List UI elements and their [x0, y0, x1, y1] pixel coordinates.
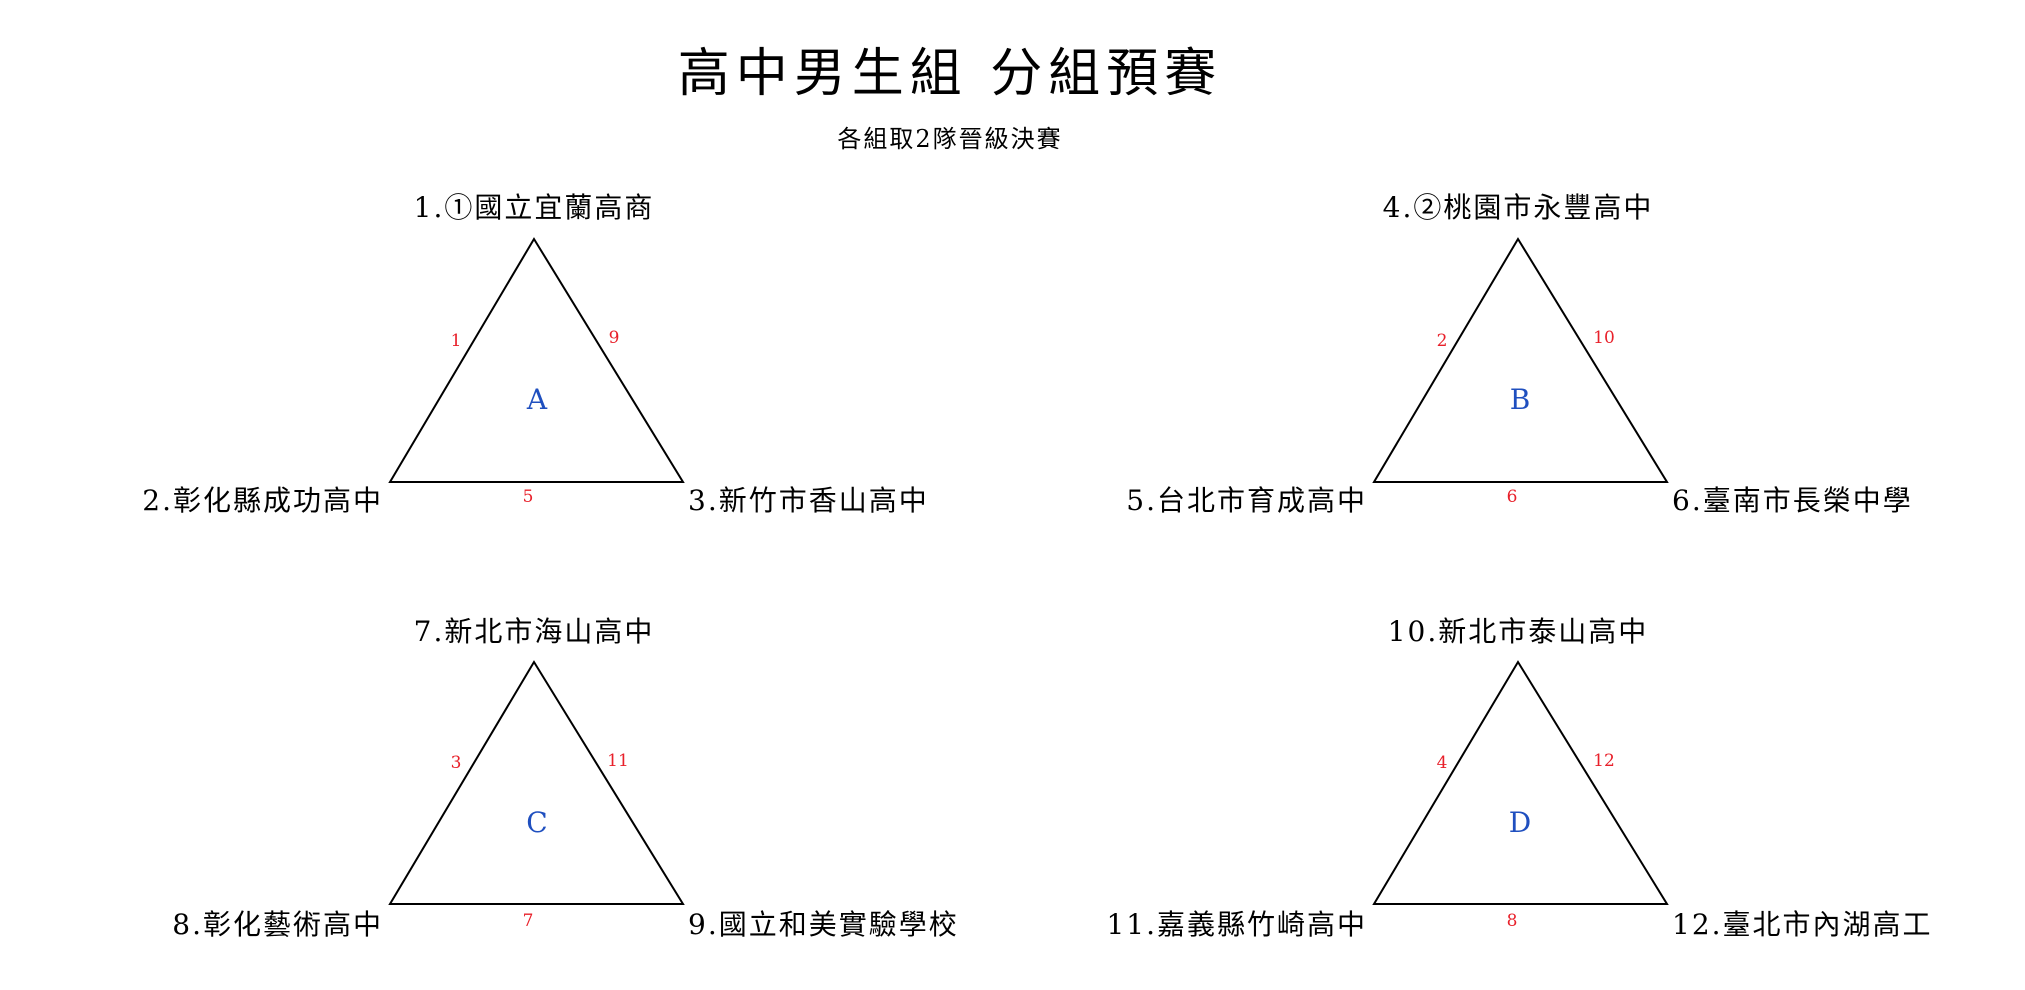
- group-a: 1.①國立宜蘭高商 2.彰化縣成功高中 3.新竹市香山高中 1 9 5 A: [0, 0, 926, 517]
- group-a-team-right: 3.新竹市香山高中: [688, 484, 929, 517]
- group-c-team-top: 7.新北市海山高中: [413, 615, 655, 648]
- group-c-match-bottom: 7: [522, 911, 534, 931]
- group-d-match-bottom: 8: [1506, 911, 1518, 931]
- group-c-match-right: 11: [607, 751, 629, 771]
- group-d-match-left: 4: [1436, 753, 1448, 773]
- group-d-match-right: 12: [1593, 751, 1615, 771]
- group-b-team-left: 5.台北市育成高中: [1126, 484, 1367, 517]
- group-b-team-top: 4.②桃園市永豐高中: [1382, 191, 1654, 224]
- group-c-label: C: [526, 806, 548, 839]
- group-b-match-bottom: 6: [1506, 487, 1518, 507]
- group-d-team-left: 11.嘉義縣竹崎高中: [1106, 908, 1367, 941]
- group-a-match-left: 1: [450, 331, 462, 351]
- group-a-label: A: [526, 383, 548, 416]
- group-a-match-right: 9: [608, 328, 620, 348]
- group-d-label: D: [1508, 806, 1532, 839]
- group-d-team-right: 12.臺北市內湖高工: [1672, 908, 1933, 941]
- group-b-match-right: 10: [1593, 328, 1615, 348]
- page-subtitle: 各組取2隊晉級決賽: [837, 125, 1063, 153]
- group-a-match-bottom: 5: [522, 487, 534, 507]
- group-d-team-top: 10.新北市泰山高中: [1387, 615, 1649, 648]
- group-c-team-right: 9.國立和美實驗學校: [688, 908, 959, 941]
- group-b-team-right: 6.臺南市長榮中學: [1672, 484, 1913, 517]
- group-a-team-top: 1.①國立宜蘭高商: [413, 191, 655, 224]
- page-title: 高中男生組 分組預賽: [677, 44, 1223, 104]
- group-d: 10.新北市泰山高中 11.嘉義縣竹崎高中 12.臺北市內湖高工 4 12 8 …: [0, 0, 1930, 941]
- group-c-match-left: 3: [450, 753, 462, 773]
- group-b-match-left: 2: [1436, 331, 1448, 351]
- group-c: 7.新北市海山高中 8.彰化藝術高中 9.國立和美實驗學校 3 11 7 C: [0, 0, 956, 941]
- group-c-team-left: 8.彰化藝術高中: [172, 908, 383, 941]
- group-b-label: B: [1509, 383, 1531, 416]
- group-a-team-left: 2.彰化縣成功高中: [142, 484, 383, 517]
- group-b: 4.②桃園市永豐高中 5.台北市育成高中 6.臺南市長榮中學 2 10 6 B: [0, 0, 1910, 517]
